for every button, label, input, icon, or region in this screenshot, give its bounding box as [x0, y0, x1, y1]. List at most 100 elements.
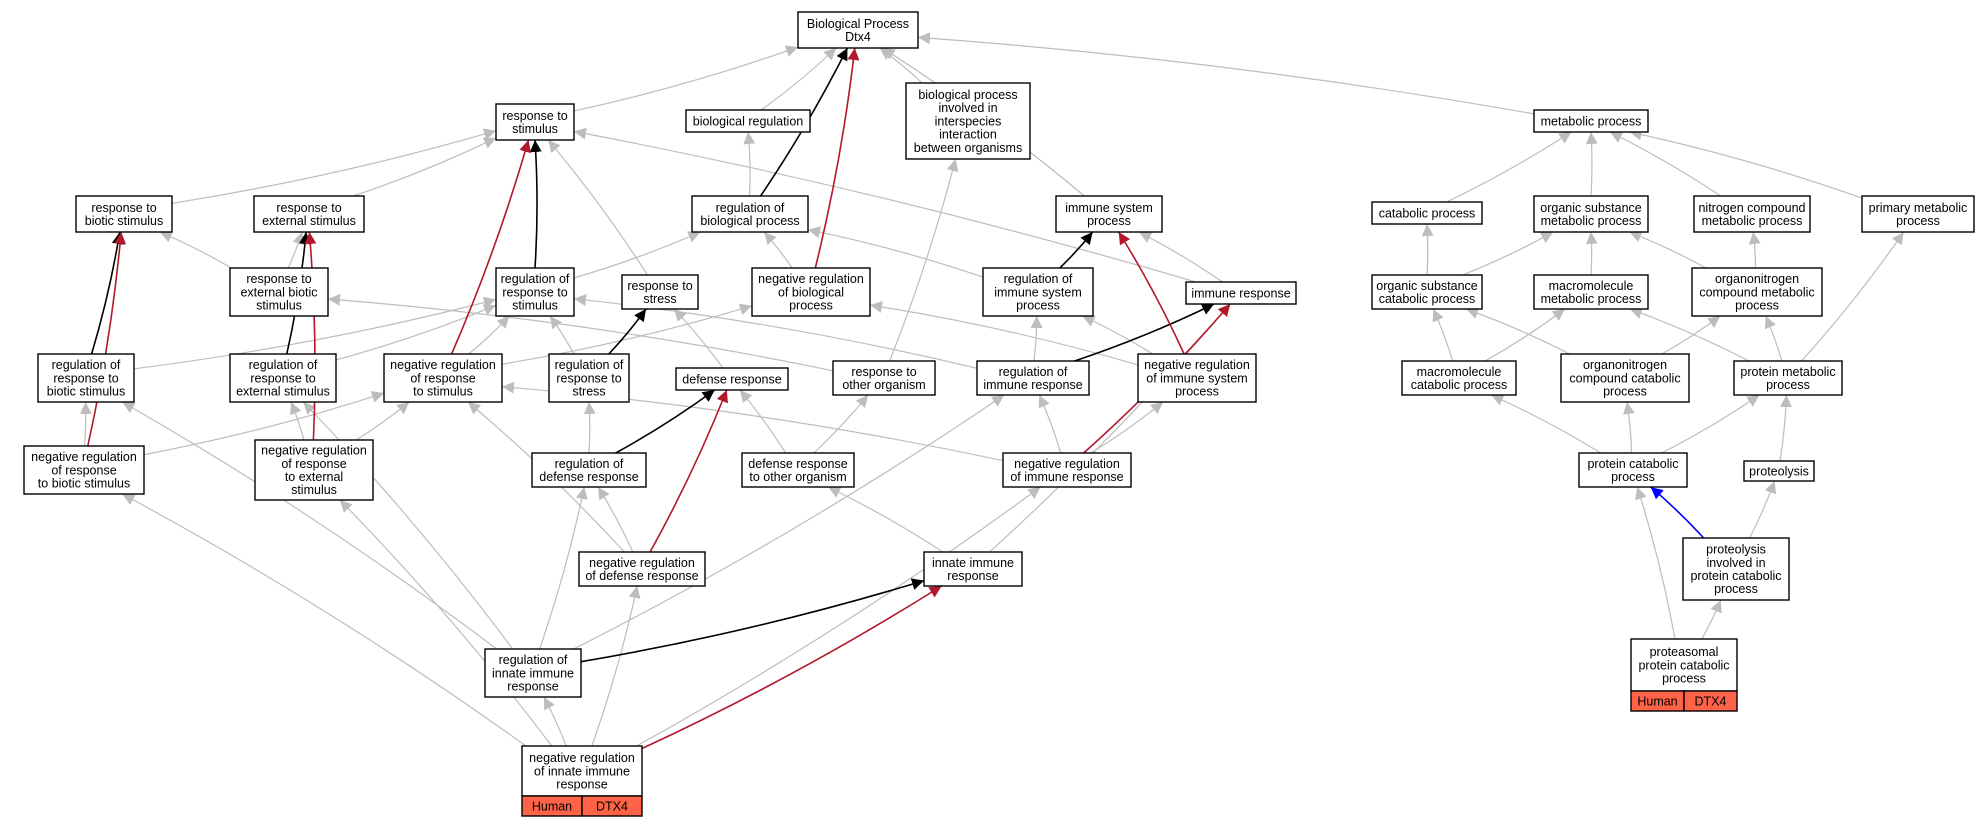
- node-box: [1578, 452, 1688, 488]
- edge-is-a-proteasomal-to-prot_cat_prot: [1701, 599, 1722, 640]
- node-box: [1371, 274, 1483, 310]
- edge-is-a-reg_resp_biotic-to-reg_resp_stim: [133, 296, 497, 370]
- edge-is-a-orgnit_met-to-org_sub_met: [1629, 230, 1707, 269]
- go-term-node-def-resp[interactable]: defense response: [675, 367, 789, 391]
- node-label: biological regulation: [693, 114, 804, 128]
- node-box: [1861, 195, 1975, 233]
- edge-is-a-prot_cat-to-orgnit_cat: [1622, 401, 1635, 454]
- edge-is-a-neg_reg_imm_resp-to-neg_reg_imm_sys: [1090, 401, 1164, 454]
- node-box: [1371, 201, 1483, 225]
- node-box: [1733, 360, 1843, 396]
- node-box: [741, 452, 855, 488]
- node-box: [495, 103, 575, 141]
- edge-is-a-resp_other-to-interspecies: [889, 158, 959, 362]
- edge-is-a-neg_reg_resp_stim-to-reg_resp_stim: [468, 315, 510, 355]
- edge-is-a-resp_ext-to-resp_stim: [353, 137, 497, 197]
- go-term-node-imm-resp[interactable]: immune response: [1185, 281, 1297, 305]
- edge-is-a-neg_reg_innate-to-neg_reg_def: [591, 585, 641, 747]
- edge-is-a-reg_bio-to-bio_reg: [743, 131, 756, 197]
- edge-is-a-def_other-to-resp_other: [813, 394, 869, 454]
- go-term-node-bio-reg[interactable]: biological regulation: [685, 109, 811, 133]
- edge-is-a-prim_met-to-metabolic: [1629, 128, 1863, 199]
- edge-is-a-proteolysis-to-prot_met: [1779, 394, 1792, 462]
- edge-regulates-reg_imm_sys-to-imm_sys: [1059, 231, 1094, 269]
- node-box: [905, 82, 1031, 160]
- edge-negatively-regulates-neg_reg_bio-to-root: [814, 47, 860, 269]
- edge-is-a-resp_ext_biotic-to-resp_biotic: [159, 231, 232, 269]
- edge-is-a-neg_reg_resp_stim-to-neg_reg_bio: [501, 303, 753, 365]
- annotation-gene-label: DTX4: [1695, 694, 1727, 708]
- edge-is-a-resp_other-to-resp_ext_biotic: [327, 293, 834, 372]
- edge-is-a-reg_imm_resp-to-reg_imm_sys: [1030, 315, 1043, 362]
- edge-is-a-neg_reg_resp_biotic-to-neg_reg_resp_stim: [143, 391, 385, 456]
- node-box: [691, 195, 809, 233]
- go-term-node-metabolic[interactable]: metabolic process: [1533, 109, 1649, 133]
- edge-is-a-reg_innate-to-reg_imm_resp: [573, 394, 1005, 650]
- edge-negatively-regulates-neg_reg_innate-to-innate: [641, 585, 943, 750]
- edge-is-a-resp_biotic-to-resp_stim: [171, 128, 497, 204]
- node-box: [521, 745, 643, 797]
- edge-is-a-neg_reg_innate-to-neg_reg_imm_resp: [636, 486, 1041, 747]
- edge-is-a-proteasomal-to-prot_cat: [1635, 486, 1676, 640]
- edge-negatively-regulates-neg_reg_resp_stim-to-resp_stim: [450, 139, 531, 355]
- edge-regulates-reg_resp_stress-to-resp_stress: [608, 308, 647, 355]
- edge-is-a-prot_cat-to-macro_cat: [1490, 394, 1602, 454]
- go-term-node-proteolysis[interactable]: proteolysis: [1743, 460, 1815, 482]
- edge-is-a-org_sub_met-to-metabolic: [1585, 131, 1598, 197]
- go-term-node-catabolic[interactable]: catabolic process: [1371, 201, 1483, 225]
